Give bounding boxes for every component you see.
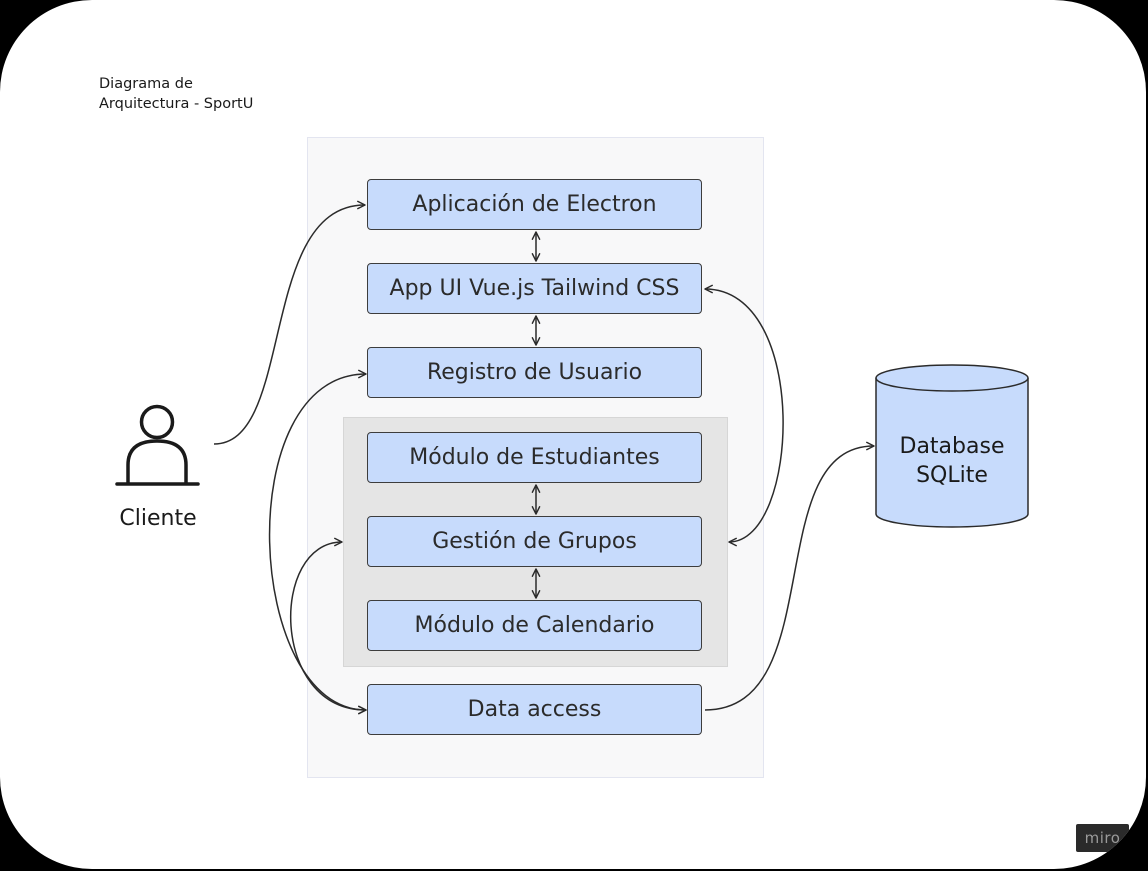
node-app-ui[interactable]: App UI Vue.js Tailwind CSS <box>367 263 702 314</box>
title-line-2: Arquitectura - SportU <box>99 96 254 112</box>
database-label: Database SQLite <box>876 432 1028 490</box>
database-label-line-2: SQLite <box>916 463 988 488</box>
node-user-registration[interactable]: Registro de Usuario <box>367 347 702 398</box>
diagram-title: Diagrama de Arquitectura - SportU <box>99 74 253 114</box>
database-label-line-1: Database <box>899 434 1005 459</box>
title-line-1: Diagrama de <box>99 76 193 92</box>
miro-watermark: miro <box>1076 824 1129 852</box>
node-data-access[interactable]: Data access <box>367 684 702 735</box>
user-icon[interactable] <box>115 404 200 486</box>
node-groups-management[interactable]: Gestión de Grupos <box>367 516 702 567</box>
client-label: Cliente <box>119 506 197 531</box>
node-electron-app[interactable]: Aplicación de Electron <box>367 179 702 230</box>
node-students-module[interactable]: Módulo de Estudiantes <box>367 432 702 483</box>
node-calendar-module[interactable]: Módulo de Calendario <box>367 600 702 651</box>
